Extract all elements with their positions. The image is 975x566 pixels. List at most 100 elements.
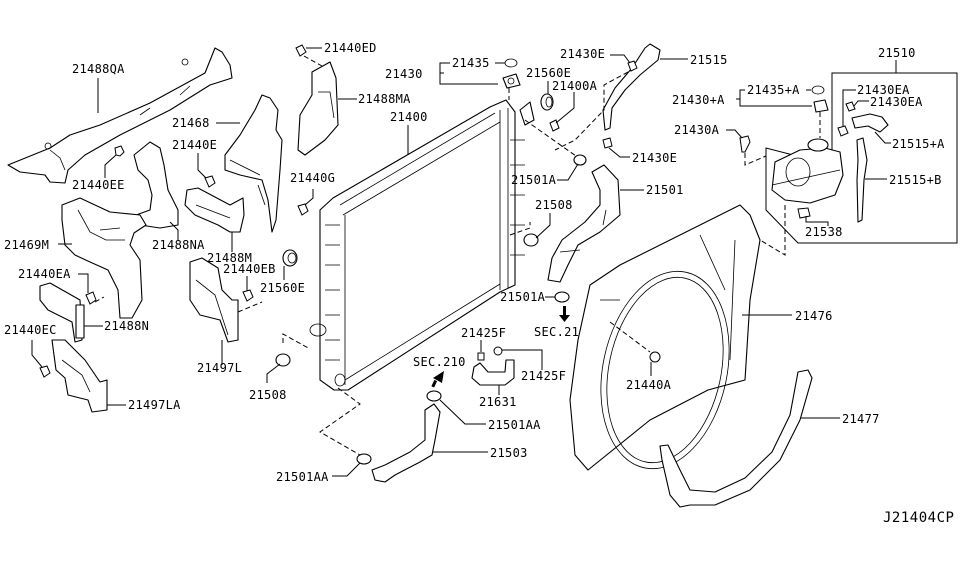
part-21440EA-clip[interactable] <box>85 291 97 305</box>
part-21400-radiator[interactable] <box>309 99 535 391</box>
part-21430E-clamp-top[interactable] <box>627 60 638 72</box>
part-21501AA-clamp-bottom[interactable] <box>356 453 372 465</box>
part-21538-grommet[interactable] <box>797 207 811 219</box>
part-21440G-clip[interactable] <box>297 203 309 216</box>
part-21477-lower-shroud[interactable] <box>659 369 813 508</box>
label-21400A[interactable]: 21400A <box>552 79 598 93</box>
section-ref-sec210-left[interactable]: SEC.210 <box>413 355 466 369</box>
part-21425F-clamp-left[interactable] <box>477 352 485 361</box>
part-21469M-guide[interactable] <box>61 197 147 319</box>
label-21631[interactable]: 21631 <box>479 395 517 409</box>
label-21440EE[interactable]: 21440EE <box>72 178 125 192</box>
label-21501AA-bottom[interactable]: 21501AA <box>276 470 329 484</box>
part-21430EA-clamp-2[interactable] <box>845 101 856 112</box>
part-21501AA-clamp-top[interactable] <box>426 390 442 402</box>
up-arrow-icon <box>431 371 444 388</box>
part-21560E-grommet-top[interactable] <box>540 93 554 111</box>
label-21488MA[interactable]: 21488MA <box>358 92 411 106</box>
label-21488M[interactable]: 21488M <box>207 251 252 265</box>
part-21488QA-upper-seal[interactable] <box>7 47 233 184</box>
label-21400[interactable]: 21400 <box>390 110 428 124</box>
part-21631-hose[interactable] <box>471 359 515 386</box>
part-21440EE-clip[interactable] <box>114 145 125 157</box>
label-21440E[interactable]: 21440E <box>172 138 217 152</box>
label-21508-mid[interactable]: 21508 <box>535 198 573 212</box>
label-21538[interactable]: 21538 <box>805 225 843 239</box>
part-21560E-grommet-left[interactable] <box>282 249 298 267</box>
label-21501[interactable]: 21501 <box>646 183 684 197</box>
label-21435[interactable]: 21435 <box>452 56 490 70</box>
label-21430A[interactable]: 21430A <box>674 123 720 137</box>
label-21440EB[interactable]: 21440EB <box>223 262 276 276</box>
part-21425F-clamp-right[interactable] <box>493 346 503 356</box>
label-21440ED[interactable]: 21440ED <box>324 41 377 55</box>
part-21501A-clamp-top[interactable] <box>573 154 587 166</box>
part-21435A-seal[interactable] <box>811 85 825 95</box>
label-21440G[interactable]: 21440G <box>290 171 335 185</box>
label-21430E-top[interactable]: 21430E <box>560 47 605 61</box>
part-21488N-guide[interactable] <box>39 282 85 343</box>
label-21440EA[interactable]: 21440EA <box>18 267 71 281</box>
part-21501A-clamp-bottom[interactable] <box>554 291 570 303</box>
part-21430A-cap[interactable] <box>813 99 829 113</box>
label-21425F-right[interactable]: 21425F <box>521 369 566 383</box>
leader-21425F-right <box>502 349 543 370</box>
label-21515-plus-A[interactable]: 21515+A <box>892 137 945 151</box>
label-21515[interactable]: 21515 <box>690 53 728 67</box>
part-21488NA-guide[interactable] <box>133 141 179 229</box>
part-21515A-hose[interactable] <box>851 113 889 133</box>
label-21503[interactable]: 21503 <box>490 446 528 460</box>
label-21508-left[interactable]: 21508 <box>249 388 287 402</box>
label-21560E-top[interactable]: 21560E <box>526 66 571 80</box>
label-21488QA[interactable]: 21488QA <box>72 62 125 76</box>
label-21430EA-1[interactable]: 21430EA <box>857 83 910 97</box>
section-ref-sec210-right[interactable]: SEC.210 <box>534 325 587 339</box>
label-21430[interactable]: 21430 <box>385 67 423 81</box>
part-21440EC-clip[interactable] <box>39 365 51 378</box>
part-21440A-bolt[interactable] <box>649 351 661 363</box>
part-21430EA-clamp-1[interactable] <box>837 125 849 137</box>
part-21476-fan-shroud[interactable] <box>569 204 761 481</box>
label-21497L[interactable]: 21497L <box>197 361 242 375</box>
part-21497LA-guide[interactable] <box>51 339 108 413</box>
label-21501A-bottom[interactable]: 21501A <box>500 290 546 304</box>
label-21560E-left[interactable]: 21560E <box>260 281 305 295</box>
part-21430A-bolt[interactable] <box>739 135 751 153</box>
label-21515-plus-B[interactable]: 21515+B <box>889 173 942 187</box>
label-21435-plus-A[interactable]: 21435+A <box>747 83 800 97</box>
label-21501AA-top[interactable]: 21501AA <box>488 418 541 432</box>
leader-21440EE <box>104 154 117 178</box>
label-21497LA[interactable]: 21497LA <box>128 398 181 412</box>
part-21508-mount-left[interactable] <box>275 353 291 367</box>
label-21440A[interactable]: 21440A <box>626 378 672 392</box>
label-21468[interactable]: 21468 <box>172 116 210 130</box>
part-21503-lower-hose[interactable] <box>371 403 441 483</box>
label-21476[interactable]: 21476 <box>795 309 833 323</box>
part-21440ED-bolt[interactable] <box>295 44 307 57</box>
part-21488MA-guide[interactable] <box>297 61 339 156</box>
label-21510[interactable]: 21510 <box>878 46 916 60</box>
part-21510-reservoir-tank[interactable] <box>771 138 844 204</box>
part-21435-seal[interactable] <box>504 58 518 68</box>
part-21508-mount-mid[interactable] <box>523 233 539 247</box>
label-21430EA-2[interactable]: 21430EA <box>870 95 923 109</box>
part-21440EB-clip[interactable] <box>242 289 254 302</box>
part-21501-upper-hose[interactable] <box>547 164 621 283</box>
part-21497L-guide[interactable] <box>189 257 239 343</box>
label-21430-plus-A[interactable]: 21430+A <box>672 93 725 107</box>
part-21515B-hose[interactable] <box>856 137 868 223</box>
label-21469M[interactable]: 21469M <box>4 238 49 252</box>
part-21468-guide[interactable] <box>224 94 283 233</box>
label-21440EC[interactable]: 21440EC <box>4 323 57 337</box>
label-21477[interactable]: 21477 <box>842 412 880 426</box>
part-21430E-clamp-mid[interactable] <box>602 137 613 149</box>
part-21515-hose[interactable] <box>602 43 661 131</box>
label-21430E-mid[interactable]: 21430E <box>632 151 677 165</box>
label-21488N[interactable]: 21488N <box>104 319 149 333</box>
part-21440E-clip[interactable] <box>204 175 216 188</box>
label-21425F-left[interactable]: 21425F <box>461 326 506 340</box>
part-21430-cap[interactable] <box>502 73 521 89</box>
label-21488NA[interactable]: 21488NA <box>152 238 205 252</box>
label-21501A-top[interactable]: 21501A <box>511 173 557 187</box>
part-21488M-guide[interactable] <box>184 187 245 233</box>
